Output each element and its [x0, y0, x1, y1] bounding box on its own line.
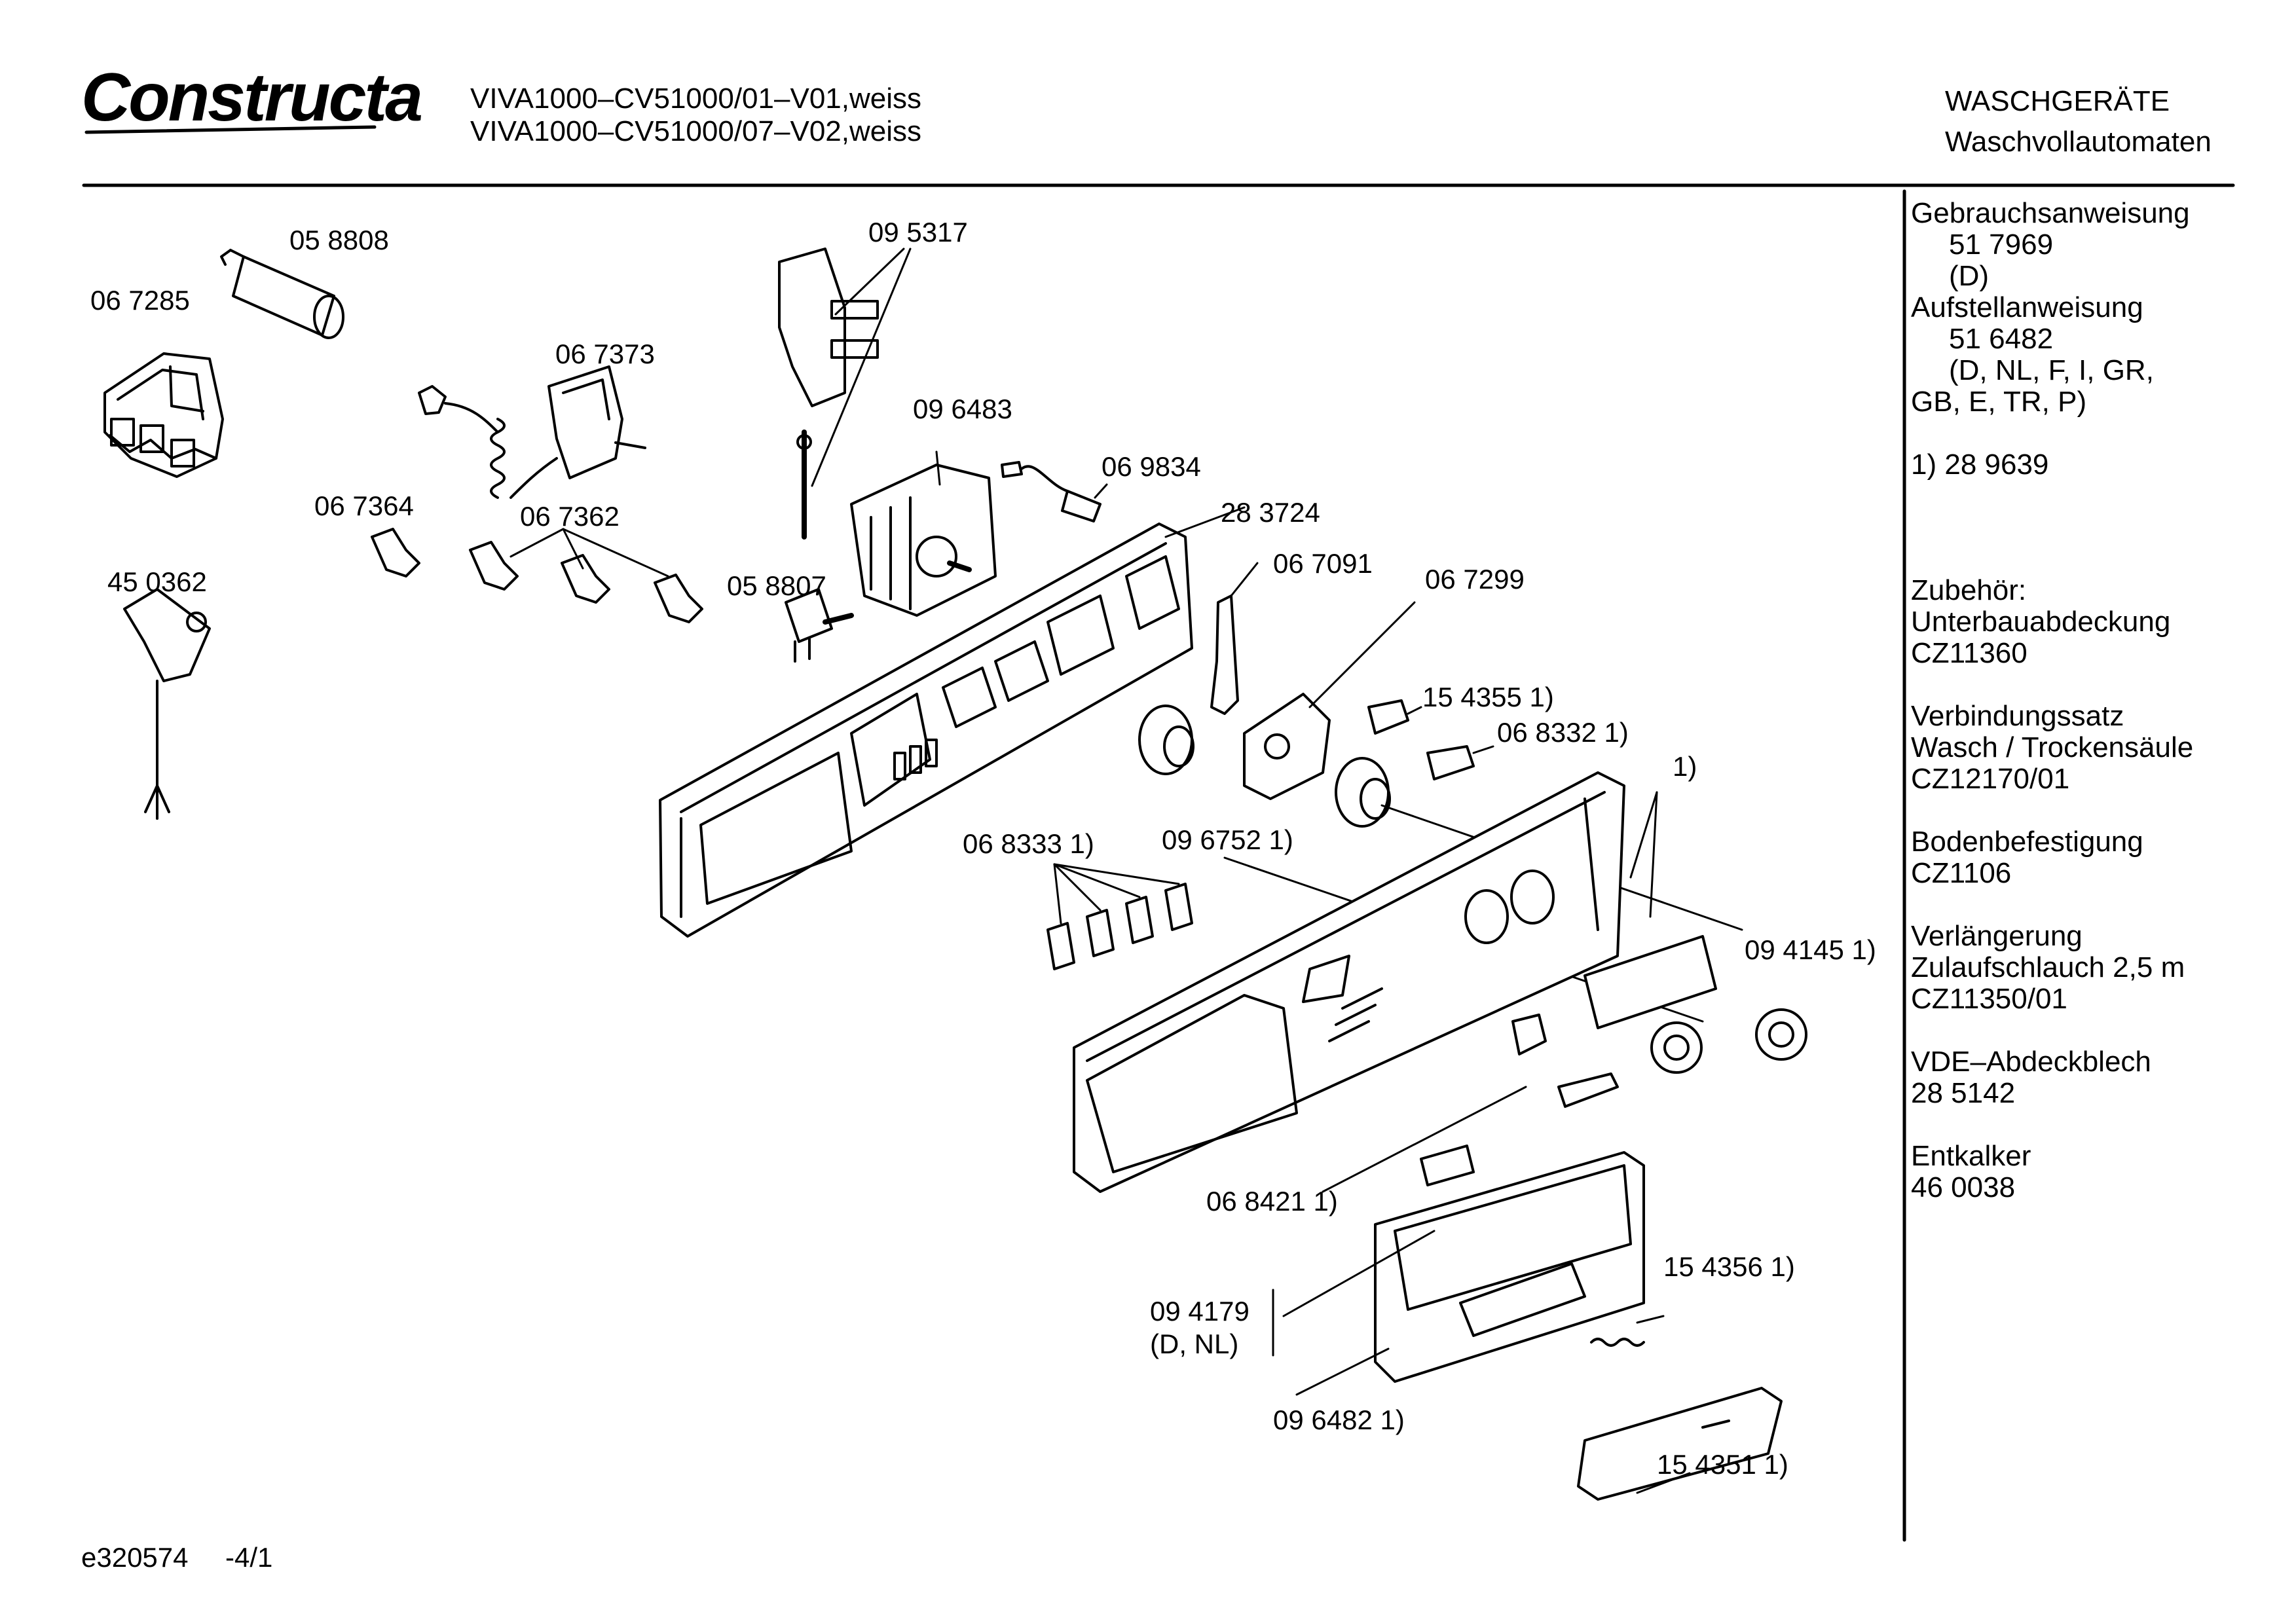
install-number: 51 6482	[1949, 323, 2054, 355]
part-label: 09 4145 1)	[1745, 934, 1876, 965]
part-label: 15 4355 1)	[1422, 682, 1554, 712]
accessory-2-name-2: Wasch / Trockensäule	[1911, 731, 2194, 763]
accessory-6-name: Entkalker	[1911, 1140, 2031, 1172]
part-label: 06 7285	[90, 285, 190, 316]
accessory-3-code: CZ1106	[1911, 857, 2012, 889]
accessories-label: Zubehör:	[1911, 574, 2027, 606]
brand-logo: Constructa	[81, 59, 423, 137]
category-title: WASCHGERÄTE	[1945, 85, 2170, 117]
part-label: 15 4356 1)	[1663, 1251, 1795, 1282]
part-label: 1)	[1673, 751, 1697, 782]
doc-id: e320574	[81, 1542, 189, 1573]
part-label: 09 6482 1)	[1273, 1404, 1405, 1435]
part-label: 06 8333 1)	[963, 828, 1094, 859]
part-label: 15 4351 1)	[1657, 1449, 1788, 1480]
part-label-note: (D, NL)	[1150, 1328, 1239, 1359]
install-label: Aufstellanweisung	[1911, 291, 2143, 323]
accessory-2-code: CZ12170/01	[1911, 763, 2070, 795]
subcategory-title: Waschvollautomaten	[1945, 126, 2212, 158]
part-label: 06 7364	[314, 490, 414, 521]
thermostat-part	[418, 365, 646, 499]
switch-part	[778, 247, 912, 540]
capacitor-part	[220, 249, 344, 339]
switch-group	[1046, 863, 1193, 970]
part-label: 09 6483	[913, 394, 1012, 424]
page-number: -4/1	[225, 1542, 273, 1573]
part-label: 09 4179	[1150, 1296, 1250, 1327]
brand-name: Constructa	[81, 60, 423, 136]
manual-number: 51 7969	[1949, 229, 2054, 261]
part-label: 09 6752 1)	[1162, 824, 1293, 855]
model-line-1: VIVA1000–CV51000/01–V01,weiss	[470, 82, 922, 115]
part-label: 28 3724	[1221, 497, 1320, 528]
logo-underline	[84, 125, 377, 134]
sensor-part	[1001, 461, 1108, 522]
clip-and-plate	[1210, 562, 1416, 800]
knob-parts	[1511, 935, 1807, 1074]
front-fascia	[1073, 771, 1658, 1193]
accessory-1-name: Unterbauabdeckung	[1911, 606, 2171, 638]
part-label: 05 8808	[289, 225, 389, 255]
display-window-part	[1322, 1072, 1619, 1193]
detergent-drawer	[1272, 1151, 1645, 1396]
accessory-4-name-2: Zulaufschlauch 2,5 m	[1911, 951, 2185, 983]
accessory-2-name-1: Verbindungssatz	[1911, 700, 2124, 732]
side-panel: Gebrauchsanweisung 51 7969 (D) Aufstella…	[1911, 198, 2193, 1203]
part-label: 06 7091	[1273, 548, 1373, 579]
accessory-5-code: 28 5142	[1911, 1077, 2016, 1109]
part-label: 06 9834	[1102, 451, 1201, 482]
manual-lang: (D)	[1949, 260, 1990, 292]
accessory-4-name-1: Verlängerung	[1911, 920, 2083, 952]
model-line-2: VIVA1000–CV51000/07–V02,weiss	[470, 115, 922, 147]
accessory-3-name: Bodenbefestigung	[1911, 826, 2143, 858]
timer-part	[850, 450, 997, 617]
accessory-4-code: CZ11350/01	[1911, 983, 2067, 1015]
part-label: 06 7373	[555, 339, 655, 369]
part-label: 06 7362	[520, 501, 620, 532]
install-lang-1: (D, NL, F, I, GR,	[1949, 354, 2154, 386]
control-panel-frame	[659, 506, 1246, 938]
accessory-1-code: CZ11360	[1911, 637, 2028, 669]
flap-and-spring	[1577, 1315, 1783, 1501]
manual-label: Gebrauchsanweisung	[1911, 197, 2190, 229]
part-label: 06 7299	[1425, 564, 1525, 595]
accessory-6-code: 46 0038	[1911, 1171, 2016, 1203]
install-lang-2: GB, E, TR, P)	[1911, 386, 2087, 418]
power-plug-part	[123, 588, 211, 820]
accessory-5-name: VDE–Abdeckblech	[1911, 1046, 2151, 1078]
part-label: 06 8421 1)	[1206, 1186, 1338, 1217]
lamp-parts	[1367, 699, 1494, 780]
part-label: 06 8332 1)	[1497, 717, 1629, 748]
part-label: 09 5317	[868, 217, 968, 247]
small-switches	[371, 528, 703, 623]
part-label: 45 0362	[107, 566, 207, 597]
bracket-part	[103, 352, 224, 478]
potentiometer-part	[785, 588, 854, 663]
part-label: 05 8807	[727, 570, 826, 601]
footnote-ref: 1) 28 9639	[1911, 449, 2049, 481]
